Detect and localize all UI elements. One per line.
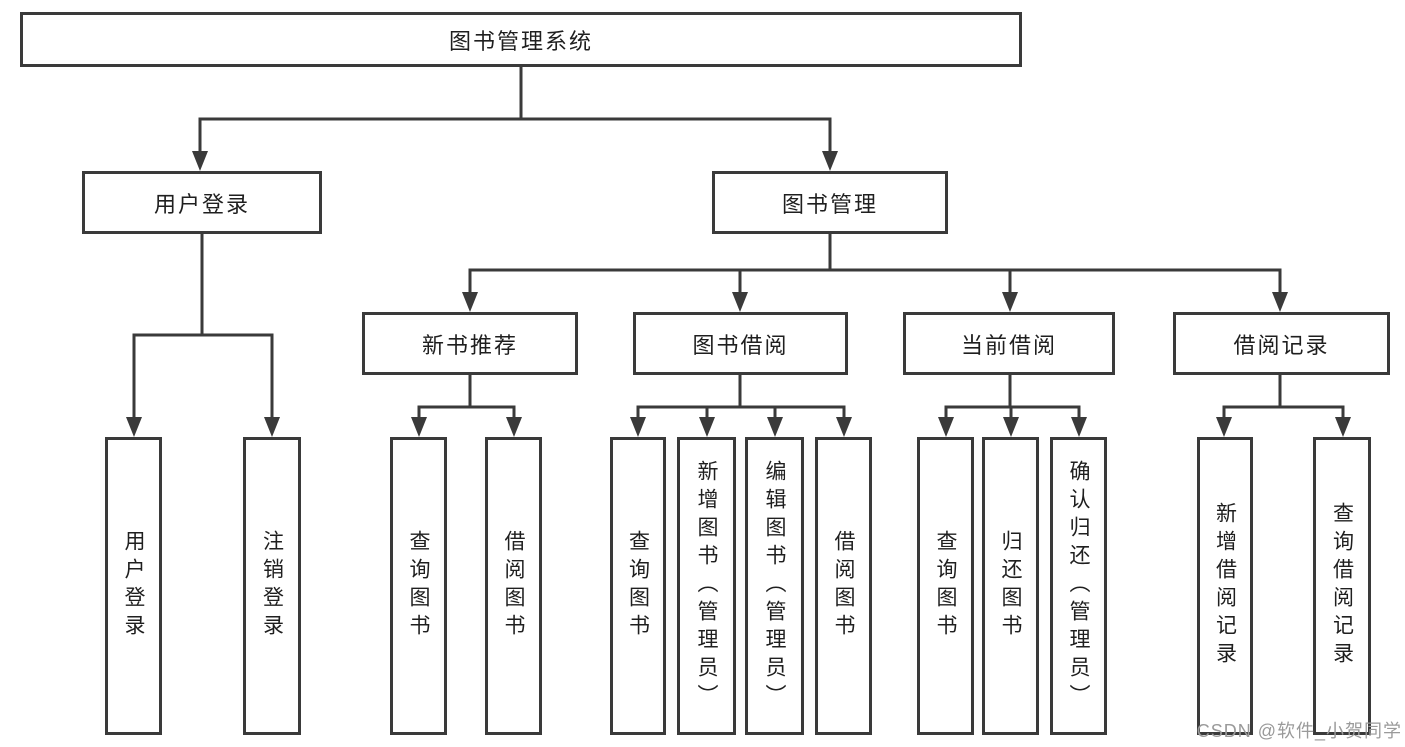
leaf-current-confirm-return-admin-label: 确认归还（管理员） (1067, 460, 1090, 712)
leaf-borrowing-borrow-book-label: 借阅图书 (832, 530, 855, 642)
arrowhead (630, 417, 646, 437)
node-current-borrowing: 当前借阅 (903, 312, 1115, 375)
node-book-management: 图书管理 (712, 171, 948, 234)
node-book-borrowing: 图书借阅 (633, 312, 848, 375)
arrowhead (767, 417, 783, 437)
leaf-borrowing-add-book-admin-label: 新增图书（管理员） (695, 460, 718, 712)
leaf-logout: 注销登录 (243, 437, 301, 735)
leaf-borrowing-borrow-book: 借阅图书 (815, 437, 872, 735)
leaf-current-return-book: 归还图书 (982, 437, 1039, 735)
arrowhead (822, 151, 838, 171)
arrowhead (1335, 417, 1351, 437)
leaf-user-login: 用户登录 (105, 437, 162, 735)
leaf-current-query-book-label: 查询图书 (934, 530, 957, 642)
arrowhead (1272, 292, 1288, 312)
leaf-records-add-record: 新增借阅记录 (1197, 437, 1253, 735)
node-book-management-label: 图书管理 (781, 191, 878, 217)
node-user-login-label: 用户登录 (153, 191, 250, 217)
leaf-borrowing-add-book-admin: 新增图书（管理员） (677, 437, 736, 735)
csdn-watermark: CSDN @软件_小贺同学 (1196, 721, 1402, 741)
arrowhead (938, 417, 954, 437)
leaf-current-confirm-return-admin: 确认归还（管理员） (1050, 437, 1107, 735)
node-new-book-recommend-label: 新书推荐 (421, 332, 518, 358)
leaf-recommend-borrow-book: 借阅图书 (485, 437, 542, 735)
node-borrowing-records: 借阅记录 (1173, 312, 1390, 375)
arrowhead (506, 417, 522, 437)
node-borrowing-records-label: 借阅记录 (1233, 332, 1330, 358)
arrowhead (836, 417, 852, 437)
arrowhead (192, 151, 208, 171)
leaf-borrowing-edit-book-admin-label: 编辑图书（管理员） (763, 460, 786, 712)
arrowhead (1002, 292, 1018, 312)
leaf-records-add-record-label: 新增借阅记录 (1213, 502, 1237, 670)
leaf-logout-label: 注销登录 (260, 530, 284, 642)
connector-book-management-children (462, 234, 1288, 312)
connector-current-borrowing-children (938, 375, 1087, 437)
leaf-user-login-label: 用户登录 (122, 530, 145, 642)
arrowhead (1216, 417, 1232, 437)
leaf-borrowing-edit-book-admin: 编辑图书（管理员） (745, 437, 804, 735)
leaf-recommend-query-book-label: 查询图书 (407, 530, 430, 642)
arrowhead (462, 292, 478, 312)
arrowhead (264, 417, 280, 437)
node-book-borrowing-label: 图书借阅 (692, 332, 789, 358)
arrowhead (699, 417, 715, 437)
leaf-recommend-borrow-book-label: 借阅图书 (502, 530, 525, 642)
leaf-records-query-record: 查询借阅记录 (1313, 437, 1371, 735)
arrowhead (126, 417, 142, 437)
node-current-borrowing-label: 当前借阅 (960, 332, 1057, 358)
connector-user-login-children (126, 234, 280, 437)
connector-root-to-level1 (192, 67, 838, 171)
arrowhead (1071, 417, 1087, 437)
arrowhead (1003, 417, 1019, 437)
leaf-records-query-record-label: 查询借阅记录 (1330, 502, 1354, 670)
connector-new-book-recommend-children (411, 375, 522, 437)
leaf-recommend-query-book: 查询图书 (390, 437, 447, 735)
leaf-borrowing-query-book-label: 查询图书 (626, 530, 650, 642)
arrowhead (732, 292, 748, 312)
leaf-current-query-book: 查询图书 (917, 437, 974, 735)
node-root: 图书管理系统 (20, 12, 1022, 67)
connector-borrowing-records-children (1216, 375, 1351, 437)
node-user-login: 用户登录 (82, 171, 322, 234)
node-root-label: 图书管理系统 (448, 28, 593, 54)
leaf-borrowing-query-book: 查询图书 (610, 437, 666, 735)
leaf-current-return-book-label: 归还图书 (999, 530, 1022, 642)
connector-book-borrowing-children (630, 375, 852, 437)
arrowhead (411, 417, 427, 437)
node-new-book-recommend: 新书推荐 (362, 312, 578, 375)
